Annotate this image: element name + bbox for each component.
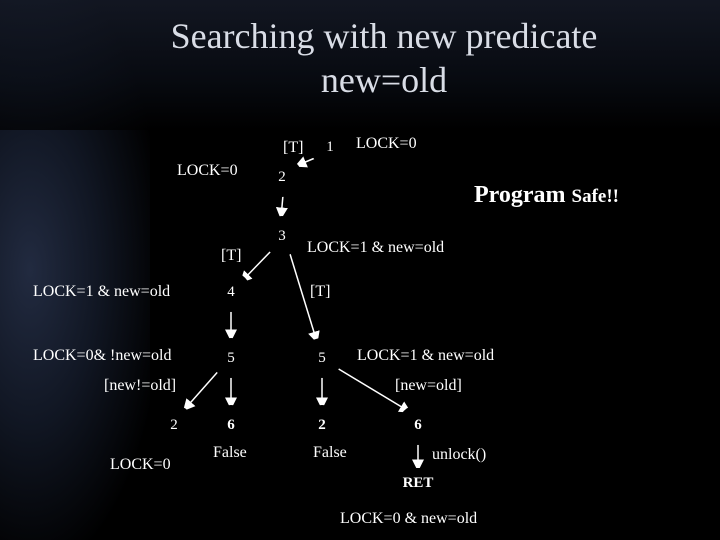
node-2: 2 — [262, 157, 302, 197]
safe-word: Safe!! — [571, 186, 620, 207]
edge-2-3 — [275, 194, 288, 220]
node-6-left-leaf: 6 — [211, 405, 251, 445]
label-mid-T: [T] — [221, 247, 242, 264]
node-5-right: 5 — [302, 338, 342, 378]
label-right-T: [T] — [310, 283, 331, 300]
label-new-eq-old: [new=old] — [395, 377, 462, 394]
label-final-state: LOCK=0 & new=old — [340, 510, 478, 527]
edge-3-4 — [239, 249, 273, 284]
label-false-right: False — [313, 444, 347, 461]
edge-3-5b — [289, 253, 320, 344]
node-5-left: 5 — [211, 338, 251, 378]
node-2-left-leaf: 2 — [154, 405, 194, 445]
edge-5b-r6 — [331, 364, 412, 413]
label-left-lock0-not-new-old: LOCK=0& !new=old — [33, 347, 172, 364]
background-decoration-top — [0, 0, 720, 130]
node-1: 1 — [310, 127, 350, 167]
program-safe-label: Program Safe!! — [474, 182, 619, 209]
title-line-1: Searching with new predicate — [170, 16, 598, 56]
title-line-2: new=old — [320, 60, 448, 100]
label-left-lock1-new-old: LOCK=1 & new=old — [33, 283, 171, 300]
label-unlock: unlock() — [432, 446, 487, 463]
program-safe-word: Program — [474, 182, 566, 208]
label-bottom-lock0: LOCK=0 — [110, 456, 171, 473]
node-2-right-leaf: 2 — [302, 405, 342, 445]
node-6-right: 6 — [398, 405, 438, 445]
label-top-lock0: LOCK=0 — [356, 135, 417, 152]
node-4: 4 — [211, 272, 251, 312]
node-3: 3 — [262, 216, 302, 256]
label-right-lock1-new-old: LOCK=1 & new=old — [357, 347, 495, 364]
label-false-left: False — [213, 444, 247, 461]
node-ret: RET — [390, 468, 446, 498]
slide-title: Searching with new predicate new=old — [0, 14, 720, 102]
edge-5a-l2 — [183, 366, 223, 412]
label-top-T: [T] — [283, 139, 304, 156]
label-lock1-new-old-top: LOCK=1 & new=old — [307, 239, 445, 256]
label-new-ne-old: [new!=old] — [104, 377, 177, 394]
label-left-lock0: LOCK=0 — [177, 162, 238, 179]
